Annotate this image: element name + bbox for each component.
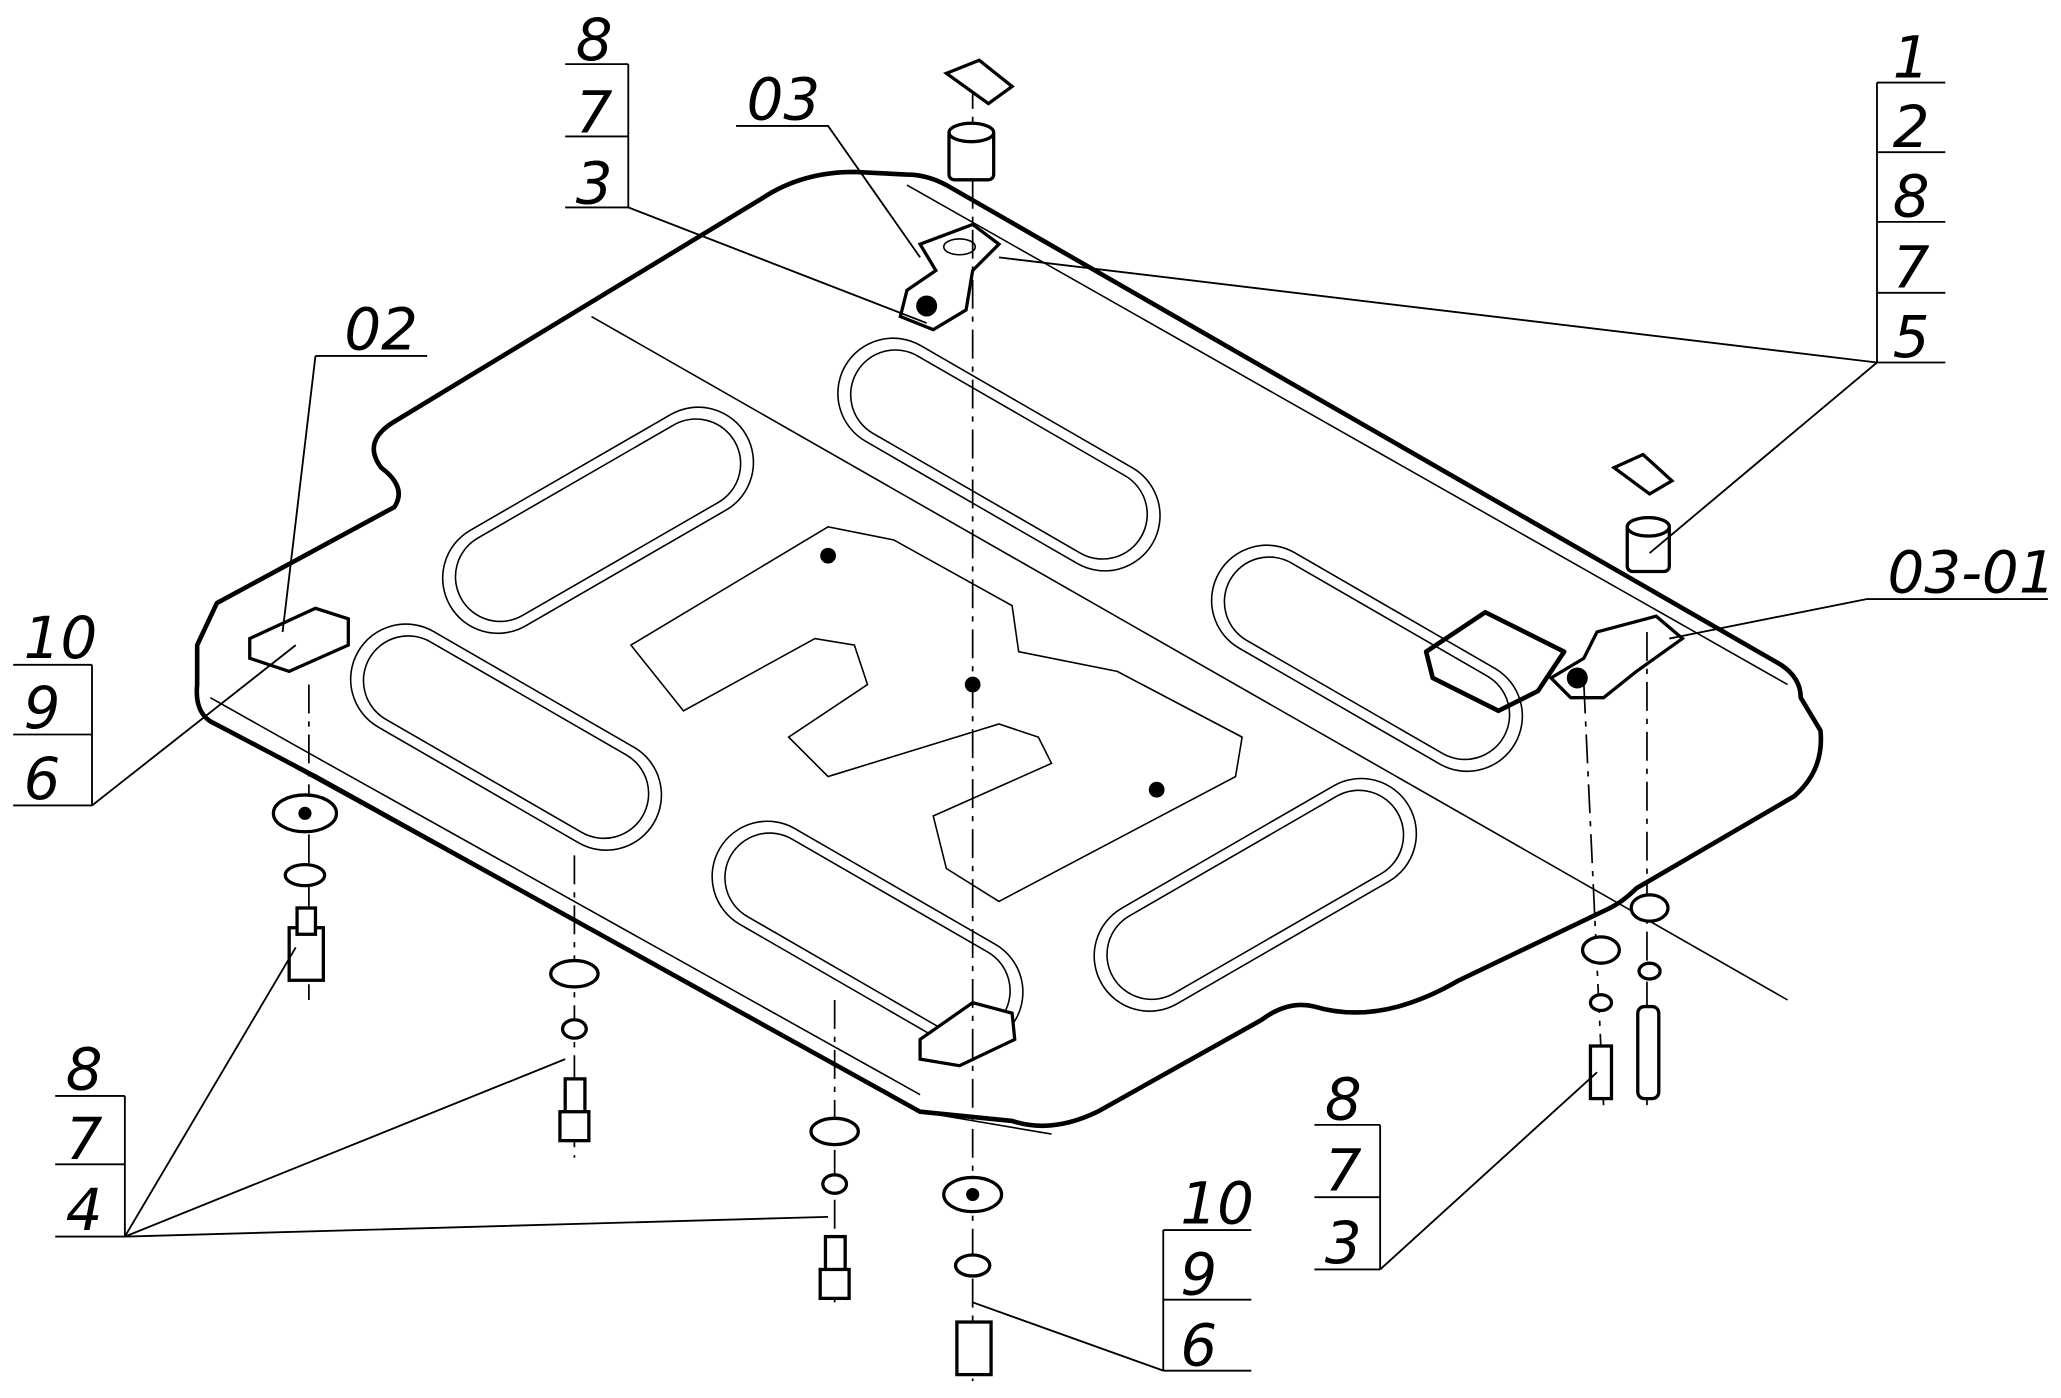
callout-number: 7: [66, 1105, 103, 1173]
callout-number: 8: [576, 6, 613, 74]
callout-number: 2: [1893, 93, 1930, 161]
callout-number: 4: [66, 1176, 103, 1244]
callout-number: 10: [24, 604, 98, 672]
slot: [1210, 544, 1524, 773]
callout-number: 9: [24, 674, 61, 742]
part-label: 03: [747, 65, 821, 133]
callout-number: 3: [1325, 1209, 1362, 1277]
slot: [441, 406, 755, 635]
holes: [820, 547, 1165, 798]
callout-number: 6: [24, 745, 61, 813]
callout-top-center: 8 7 3: [565, 6, 927, 324]
callout-02: 02: [281, 295, 428, 633]
callout-number: 7: [1325, 1137, 1362, 1205]
part-label: 02: [344, 295, 418, 363]
callout-number: 8: [1893, 163, 1930, 231]
callout-number: 7: [1893, 234, 1930, 302]
callout-number: 9: [1180, 1240, 1217, 1308]
bracket-02: [248, 606, 350, 674]
callout-number: 3: [576, 149, 613, 217]
callout-bottom-right: 8 7 3: [1314, 1066, 1598, 1277]
callout-bottom-center: 10 9 6: [972, 1169, 1254, 1379]
washer: [271, 793, 339, 834]
callout-top-right: 1 2 8 7 5: [998, 23, 1946, 554]
callout-left: 10 9 6: [13, 604, 297, 813]
callout-bottom-left: 8 7 4: [55, 946, 829, 1244]
slot: [837, 337, 1161, 572]
callout-number: 8: [1325, 1066, 1362, 1134]
callout-03: 03: [736, 65, 921, 258]
callout-03-01: 03-01: [1669, 539, 2056, 640]
center-rib: [629, 525, 1243, 903]
bracket-front: [918, 1000, 1017, 1068]
slot: [1093, 777, 1418, 1012]
slot: [349, 623, 663, 851]
callout-number: 10: [1180, 1169, 1254, 1237]
part-label: 03-01: [1887, 539, 2055, 607]
cutout: [1423, 609, 1567, 714]
hardware: [271, 58, 1675, 1377]
skid-plate: [194, 169, 1824, 1135]
callout-number: 5: [1893, 303, 1930, 371]
callout-number: 7: [576, 78, 613, 146]
callout-number: 6: [1180, 1311, 1217, 1379]
callout-number: 1: [1893, 23, 1930, 91]
callout-number: 8: [66, 1035, 103, 1103]
